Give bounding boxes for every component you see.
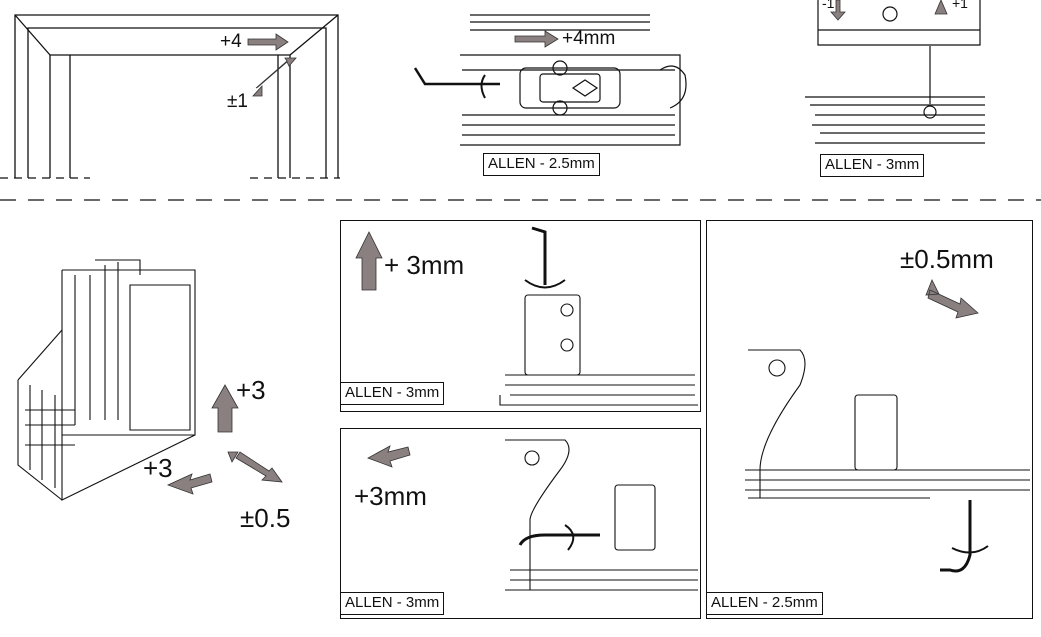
hinge-right-label-left: -1 [822,0,835,11]
hinge-center-drawing [413,14,687,146]
panel-b-label: +3mm [354,481,427,511]
panel-b-drawing [505,439,698,591]
arrow-left-icon [367,445,411,468]
hinge-center-tool: ALLEN - 2.5mm [483,153,600,176]
panel-a-label: + 3mm [384,250,465,280]
sash-label-side: +3 [143,453,173,483]
panel-c-drawing [745,349,1030,573]
sash-label-up: +3 [236,375,266,405]
arrow-right-icon [514,30,559,48]
panel-b [340,428,701,619]
arrow-diagonal-icon [227,451,283,483]
hinge-center-label: +4mm [562,28,616,49]
arrow-diagonal-icon [925,279,979,319]
frame-label-diag: ±1 [227,91,248,112]
arrow-up-icon [211,384,239,433]
frame-corner-drawing [0,14,340,179]
sash-label-diag: ±0.5 [240,503,291,533]
arrow-up-icon [355,231,383,291]
panel-c [706,220,1033,619]
hinge-right-label-right: +1 [952,0,968,11]
arrow-down-icon [830,0,846,21]
panel-c-label: ±0.5mm [900,244,994,274]
hinge-right-drawing [805,0,985,144]
panel-c-tool: ALLEN - 2.5mm [706,592,823,615]
panel-a [340,220,701,412]
arrow-left-icon [166,473,213,495]
arrow-diagonal-icon [252,57,297,97]
frame-arrows [247,33,297,97]
panel-a-drawing [499,226,698,406]
hinge-right-arrows [830,0,948,21]
sash-arrows [166,384,283,495]
frame-label-top: +4 [220,31,242,52]
sash-profile-drawing [17,259,196,501]
panel-b-tool: ALLEN - 3mm [340,592,445,615]
hinge-right-tool: ALLEN - 3mm [820,154,925,177]
arrow-right-icon [247,33,289,51]
panel-a-tool: ALLEN - 3mm [340,382,445,405]
arrow-up-icon [934,0,948,15]
